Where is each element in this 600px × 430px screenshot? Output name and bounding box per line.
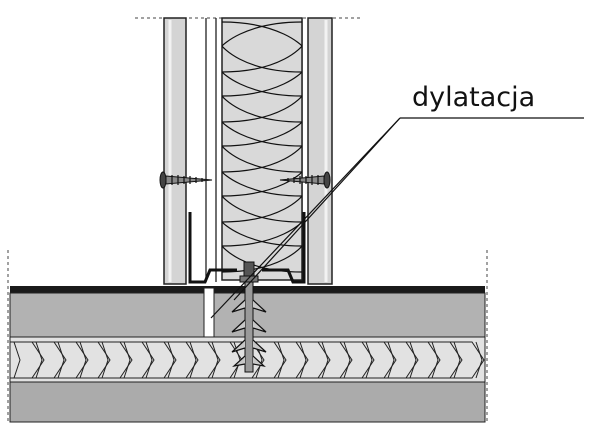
- concrete-slab: [9, 381, 486, 423]
- expansion-joint-gap: [203, 287, 215, 339]
- left-plasterboard: [163, 17, 187, 285]
- anchor-dowel: [231, 261, 267, 373]
- screw-left: [159, 171, 213, 189]
- bottom-track-profile: [188, 212, 306, 284]
- wall-insulation: [221, 17, 303, 281]
- callout-label-dylatacja: dylatacja: [412, 82, 535, 113]
- right-plasterboard: [307, 17, 333, 285]
- callout-leader: [210, 117, 584, 319]
- screw-right: [279, 171, 331, 189]
